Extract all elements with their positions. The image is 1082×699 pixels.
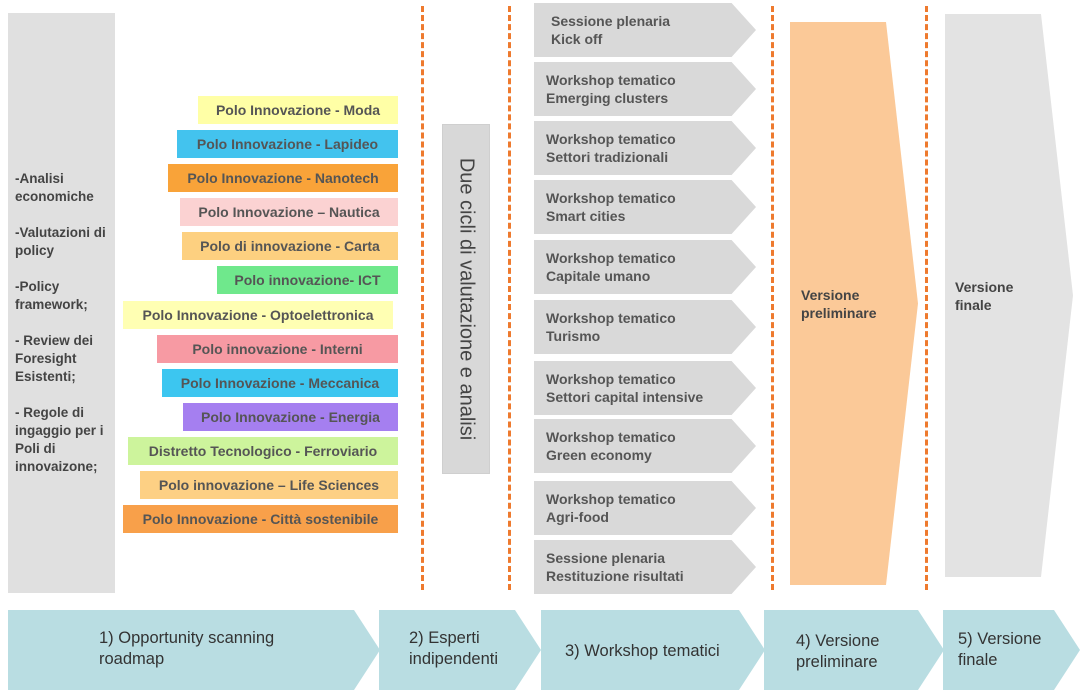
polo-box: Polo Innovazione – Nautica <box>180 198 398 226</box>
step-arrow: 1) Opportunity scanning roadmap <box>8 610 380 690</box>
workshop-title: Workshop tematico <box>546 72 676 88</box>
input-column-box <box>8 13 115 593</box>
step-arrow: 4) Versione preliminare <box>764 610 944 690</box>
versione-preliminare-label: Versione preliminare <box>801 286 876 322</box>
workshop-subtitle: Restituzione risultati <box>546 568 684 584</box>
input-column-text: -Analisi economiche -Valutazioni di poli… <box>15 170 123 494</box>
workshop-subtitle: Emerging clusters <box>546 90 669 106</box>
step-line: 2) Esperti <box>409 629 480 647</box>
label-line: Versione <box>801 287 860 303</box>
workshop-subtitle: Settori capital intensive <box>546 389 704 405</box>
polo-box: Polo Innovazione - Moda <box>198 96 398 124</box>
workshop-title: Workshop tematico <box>546 310 676 326</box>
separator-dashed <box>925 6 928 590</box>
due-cicli-box: Due cicli di valutazione e analisi <box>442 124 490 474</box>
polo-box: Polo Innovazione - Optoelettronica <box>123 301 393 329</box>
step-line: finale <box>958 651 998 669</box>
polo-box: Polo innovazione - Interni <box>157 335 398 363</box>
input-item: -Analisi economiche <box>15 171 94 204</box>
step-arrow: 3) Workshop tematici <box>541 610 765 690</box>
workshop-title: Workshop tematico <box>546 491 676 507</box>
step-arrow: 2) Esperti indipendenti <box>379 610 541 690</box>
polo-box: Polo Innovazione - Meccanica <box>162 369 398 397</box>
polo-box: Polo Innovazione - Città sostenibile <box>123 505 398 533</box>
workshop-title: Workshop tematico <box>546 190 676 206</box>
step-line: preliminare <box>796 653 878 671</box>
label-line: finale <box>955 297 992 313</box>
workshop-title: Workshop tematico <box>546 131 676 147</box>
input-item: - Review dei Foresight Esistenti; <box>15 333 94 384</box>
label-line: Versione <box>955 279 1014 295</box>
workshop-subtitle: Agri-food <box>546 509 609 525</box>
step-line: 1) Opportunity scanning <box>99 629 275 647</box>
workshop-title: Sessione plenaria <box>551 13 671 29</box>
step-line: 5) Versione <box>958 630 1042 648</box>
workshop-subtitle: Green economy <box>546 447 652 463</box>
workshop-title: Workshop tematico <box>546 429 676 445</box>
step-line: 3) Workshop tematici <box>565 642 720 660</box>
separator-dashed <box>771 6 774 590</box>
workshop-subtitle: Settori tradizionali <box>546 149 669 165</box>
workshop-title: Workshop tematico <box>546 371 676 387</box>
polo-box: Polo Innovazione - Nanotech <box>168 164 398 192</box>
workshop-subtitle: Capitale umano <box>546 268 651 284</box>
input-item: -Valutazioni di policy <box>15 225 106 258</box>
input-item: -Policy framework; <box>15 279 88 312</box>
step-line: roadmap <box>99 650 165 668</box>
separator-dashed <box>508 6 511 590</box>
label-line: preliminare <box>801 305 877 321</box>
polo-box: Polo innovazione – Life Sciences <box>140 471 398 499</box>
separator-dashed <box>421 6 424 590</box>
versione-finale-arrow: Versione finale <box>945 14 1073 577</box>
polo-box: Polo di innovazione - Carta <box>182 232 398 260</box>
step-line: 4) Versione <box>796 632 880 650</box>
workshop-title: Sessione plenaria <box>546 550 666 566</box>
polo-box: Distretto Tecnologico - Ferroviario <box>128 437 398 465</box>
step-line: indipendenti <box>409 650 498 668</box>
polo-box: Polo innovazione- ICT <box>217 266 398 294</box>
workshop-title: Workshop tematico <box>546 250 676 266</box>
polo-box: Polo Innovazione - Energia <box>183 403 398 431</box>
workshop-subtitle: Turismo <box>546 328 601 344</box>
input-item: - Regole di ingaggio per i Poli di innov… <box>15 405 104 474</box>
versione-finale-label: Versione finale <box>955 278 1013 314</box>
workshop-subtitle: Smart cities <box>546 208 626 224</box>
step-arrow: 5) Versione finale <box>943 610 1080 690</box>
polo-box: Polo Innovazione - Lapideo <box>177 130 398 158</box>
workshop-subtitle: Kick off <box>551 31 603 47</box>
versione-preliminare-arrow: Versione preliminare <box>790 22 918 585</box>
due-cicli-label: Due cicli di valutazione e analisi <box>455 157 478 441</box>
